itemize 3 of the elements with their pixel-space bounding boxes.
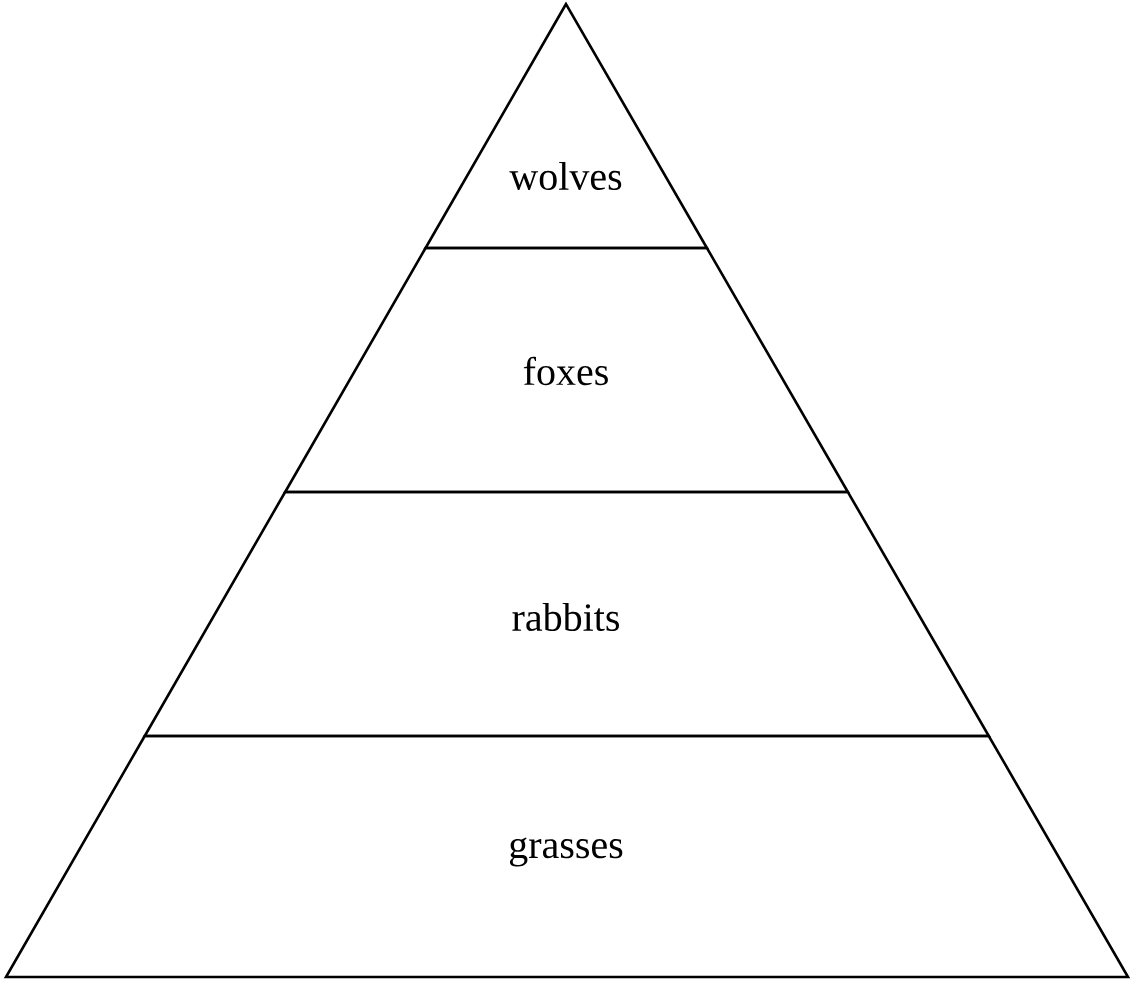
pyramid-level: rabbits	[142, 490, 992, 738]
pyramid-level: foxes	[282, 246, 851, 494]
pyramid-level: grasses	[3, 734, 1131, 979]
